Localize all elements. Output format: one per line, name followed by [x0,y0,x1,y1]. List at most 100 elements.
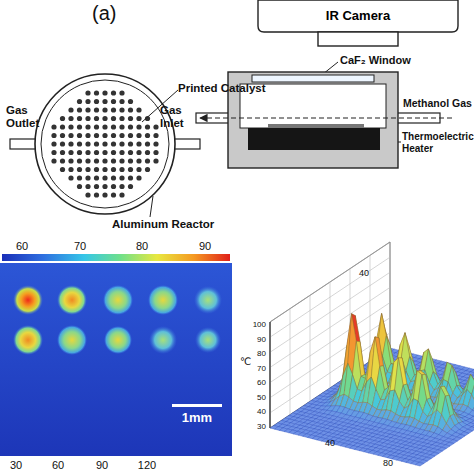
catalyst-dot [119,184,124,189]
catalyst-dot [119,192,124,197]
catalyst-dot [102,124,107,129]
wall-grid [330,282,331,388]
outlet-pipe [10,139,38,149]
catalyst-dot [145,167,150,172]
caf2-window [252,75,374,82]
catalyst-dot [153,124,158,129]
wall-grid [370,255,371,361]
catalyst-dot [51,133,56,138]
catalyst-dot [60,124,65,129]
catalyst-dot [111,184,116,189]
catalyst-dot [145,150,150,155]
label-text: CaF₂ Window [340,54,411,67]
catalyst-dot [128,107,133,112]
catalyst-dot [119,158,124,163]
label-text: Thermoelectric Heater [402,131,472,154]
catalyst-dot [136,141,141,146]
leader-line [150,196,153,217]
catalyst-dot [119,175,124,180]
catalyst-dot [128,99,133,104]
catalyst-dot [60,150,65,155]
back-wall [270,242,390,428]
catalyst-dot [128,133,133,138]
catalyst-dot [68,158,73,163]
catalyst-dot [102,158,107,163]
label-text: 1mm [182,411,212,426]
catalyst-dot [128,175,133,180]
label-text: 80 [257,349,266,358]
catalyst-dot [85,124,90,129]
catalyst-dot [111,175,116,180]
catalyst-dot [111,150,116,155]
catalyst-dot [111,116,116,121]
catalyst-dot [102,133,107,138]
catalyst-dot [77,150,82,155]
catalyst-dot [102,150,107,155]
label-text: 70 [74,240,86,253]
catalyst-dot [119,107,124,112]
catalyst-dot [68,124,73,129]
catalyst-dot [128,116,133,121]
catalyst-dot [85,150,90,155]
catalyst-dot [94,175,99,180]
catalyst-dot [94,99,99,104]
catalyst-dot [119,133,124,138]
catalyst-dot [94,107,99,112]
catalyst-dot [51,158,56,163]
catalyst-dot [128,158,133,163]
node-text: IR Camera [326,8,390,23]
catalyst-dot [102,107,107,112]
scale-bar [172,404,222,407]
label-text: 60 [52,459,64,472]
label-text: 40 [359,268,369,278]
catalyst-dot [111,158,116,163]
catalyst-dot [94,192,99,197]
catalyst-dot [145,158,150,163]
label-text: 60 [257,378,266,387]
label-text: 30 [257,422,266,431]
label-text: Gas Outlet [6,104,46,130]
z-axis [270,322,271,428]
catalyst-dot [136,158,141,163]
gas-flow-arrow [200,117,452,118]
catalyst-dot [145,141,150,146]
catalyst-dot [68,150,73,155]
catalyst-layer [268,124,364,128]
catalyst-dot [77,99,82,104]
catalyst-dot [85,133,90,138]
reactor-top-view [35,74,175,214]
catalyst-dot [68,107,73,112]
catalyst-dot [102,141,107,146]
catalyst-dot [60,167,65,172]
catalyst-dot [68,141,73,146]
catalyst-dot [85,99,90,104]
catalyst-dot [60,133,65,138]
catalyst-dot [68,167,73,172]
catalyst-dot [119,90,124,95]
label-text: 60 [16,240,28,253]
label-text: 30 [10,459,22,472]
catalyst-dot [153,133,158,138]
catalyst-dot [102,99,107,104]
catalyst-dot [51,124,56,129]
catalyst-dot [136,116,141,121]
catalyst-dot [85,116,90,121]
label-text: ℃ [240,356,251,368]
catalyst-dot [60,116,65,121]
thermal-background [0,263,232,456]
catalyst-dot [102,90,107,95]
catalyst-dot [94,184,99,189]
catalyst-dot [94,141,99,146]
catalyst-dot [111,167,116,172]
catalyst-dot [51,150,56,155]
wall-grid [310,295,311,401]
catalyst-dot [145,124,150,129]
catalyst-dot [136,175,141,180]
catalyst-dot [111,133,116,138]
catalyst-dot [94,124,99,129]
catalyst-dot [94,90,99,95]
catalyst-dot [77,167,82,172]
catalyst-dot [128,150,133,155]
